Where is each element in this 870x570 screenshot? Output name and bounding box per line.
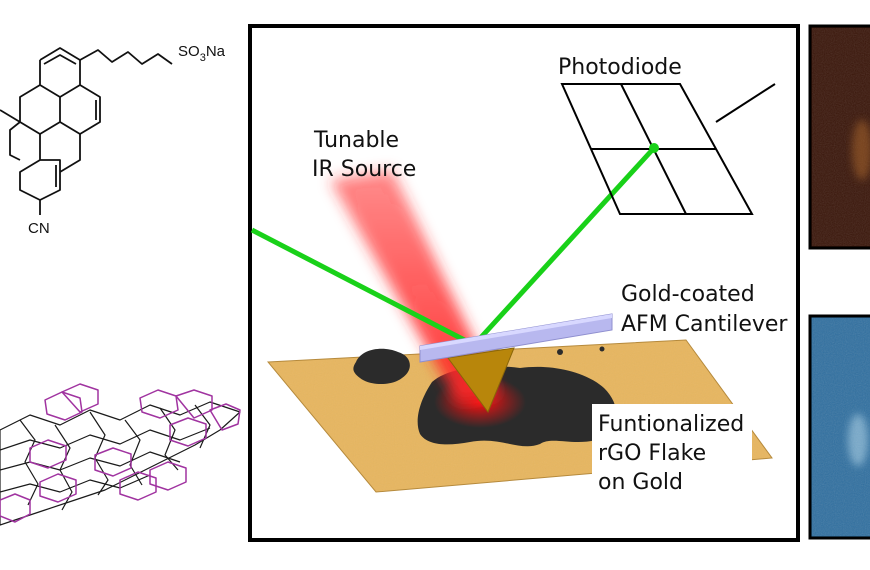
flake-label-1: Funtionalized xyxy=(598,412,744,437)
graphene-pyrene-sheet xyxy=(0,383,241,526)
small-rgo-flake xyxy=(353,348,410,384)
flake-label-3: on Gold xyxy=(598,470,683,495)
right-bottom-image xyxy=(808,314,870,540)
afm-tip xyxy=(447,347,515,414)
cantilever-label-2: AFM Cantilever xyxy=(621,312,788,337)
ir-source-label-2: IR Source xyxy=(312,157,416,182)
laser-incident xyxy=(250,227,476,348)
photodiode-label: Photodiode xyxy=(558,55,682,80)
speck xyxy=(557,349,563,355)
ir-source-label-1: Tunable xyxy=(313,128,399,153)
afm-ir-setup-panel: Photodiode Tunable IR Source Gold-coated… xyxy=(248,24,800,542)
sulfonate-label: SO3Na xyxy=(178,43,226,64)
laser-reflected xyxy=(472,146,656,347)
pyrene-sulfonate-molecule xyxy=(0,47,173,215)
flake-label-2: rGO Flake xyxy=(598,441,706,466)
cantilever-label-1: Gold-coated xyxy=(621,282,755,307)
right-top-image xyxy=(808,24,870,250)
flake-label-bg xyxy=(592,404,752,496)
cyano-label: CN xyxy=(28,220,50,237)
laser-spot xyxy=(649,143,659,153)
